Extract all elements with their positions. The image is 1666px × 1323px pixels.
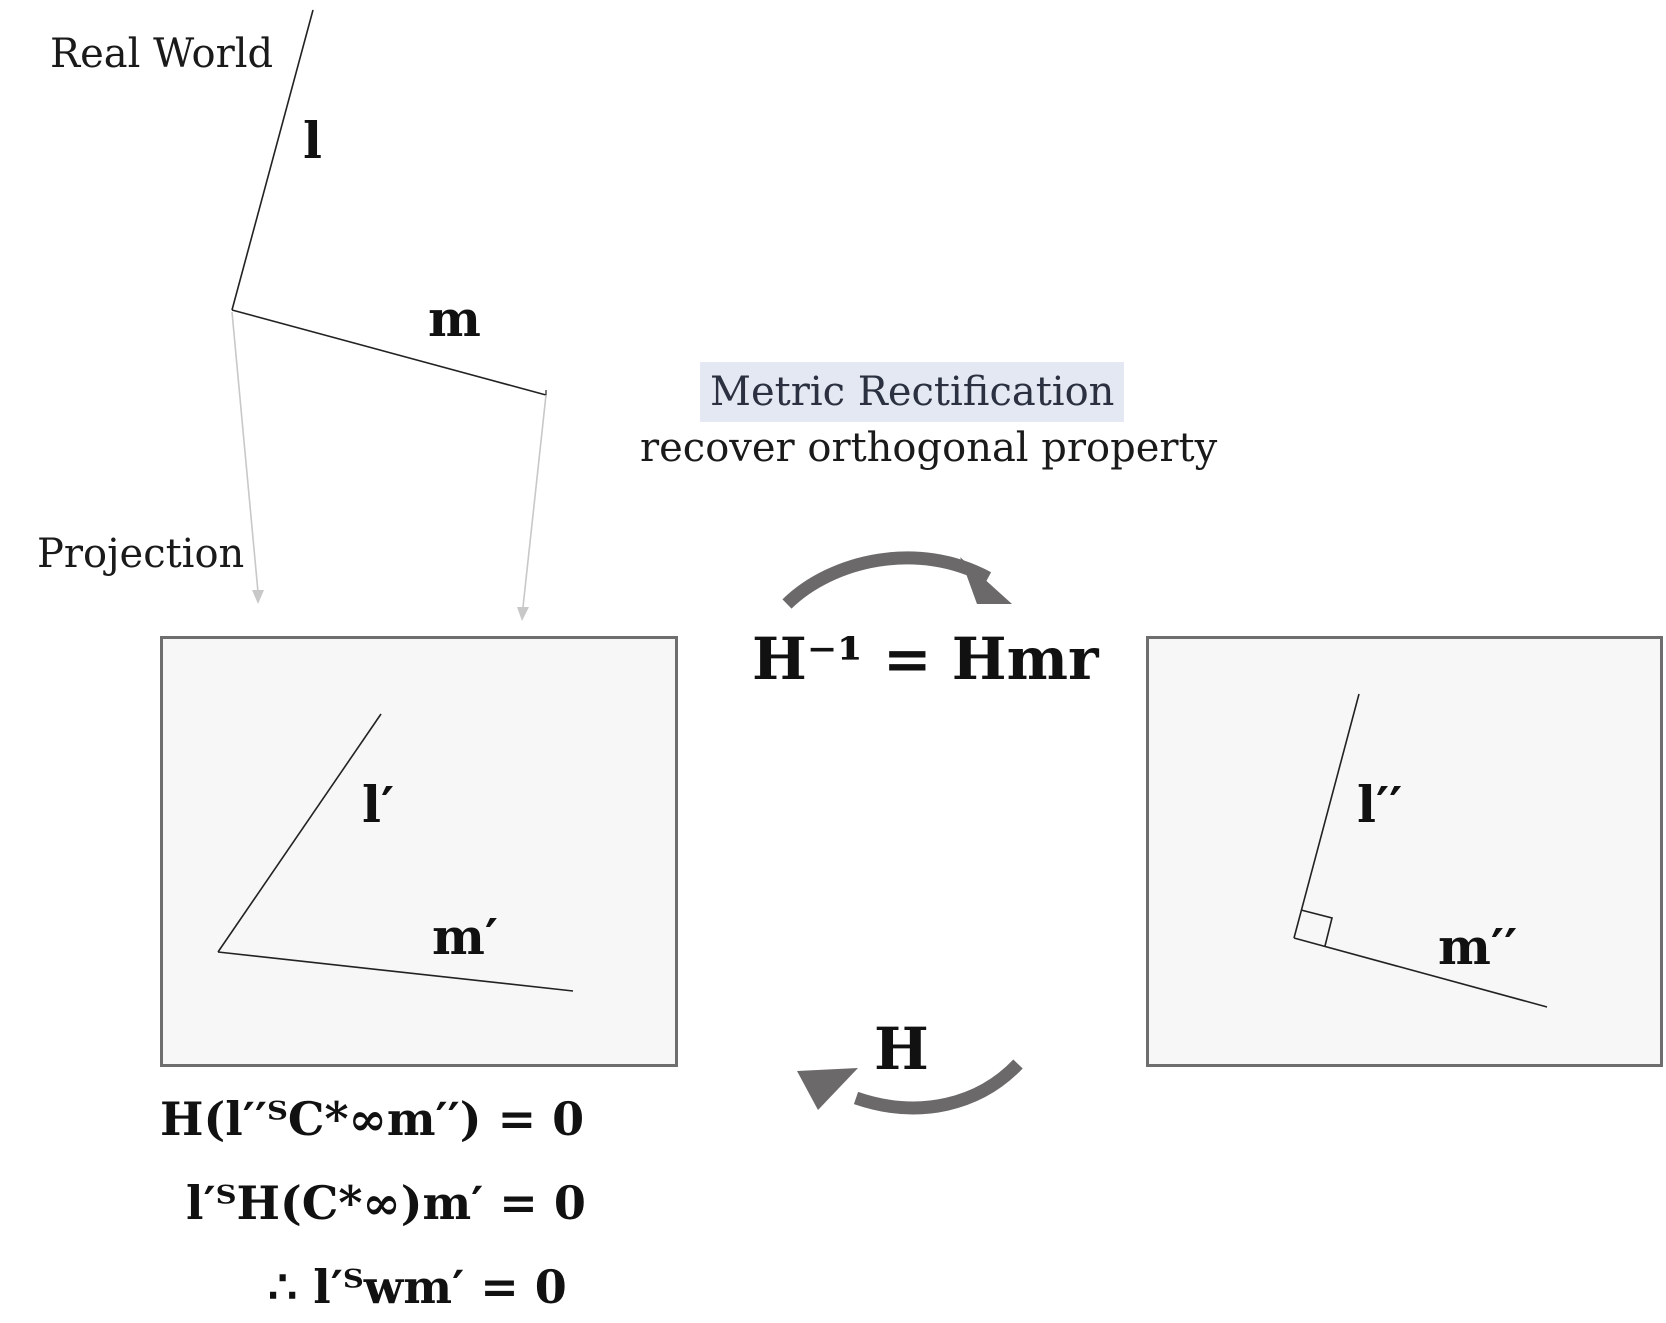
projected-image-frame [160, 636, 678, 1067]
equation-2: l′ᵀH(C*∞)m′ = 0 [186, 1176, 586, 1230]
projection-arrowhead-right [517, 607, 529, 621]
forward-map-equation: H⁻¹ = Hmr [752, 630, 1099, 688]
rectified-image-frame [1146, 636, 1663, 1067]
metric-rectification-badge: Metric Rectification [700, 362, 1125, 422]
projection-arrow-right [522, 394, 547, 608]
projection-label: Projection [37, 531, 245, 577]
backward-map-label: H [874, 1015, 929, 1083]
curved-arrow-backward-icon [797, 1059, 1023, 1115]
forward-map-text: H⁻¹ = Hmr [752, 625, 1099, 693]
label-m: m [428, 289, 481, 348]
projection-arrows [231, 311, 547, 621]
label-m-prime: m′ [432, 907, 499, 966]
label-l-double-prime: l′′ [1357, 775, 1403, 834]
equation-1: H(l′′ᵀC*∞m′′) = 0 [160, 1092, 585, 1146]
label-l: l [303, 111, 322, 170]
rectification-subtitle: recover orthogonal property [640, 425, 1218, 471]
label-l-prime: l′ [362, 775, 395, 834]
real-world-label: Real World [50, 31, 274, 77]
real-line-m [231, 309, 547, 396]
equation-3: ∴ l′ᵀwm′ = 0 [268, 1260, 567, 1314]
projection-arrowhead-left [252, 590, 264, 604]
label-m-double-prime: m′′ [1438, 917, 1518, 976]
real-line-l [231, 9, 314, 311]
curved-arrow-forward-icon [782, 551, 1012, 609]
projection-arrow-left [231, 311, 259, 593]
